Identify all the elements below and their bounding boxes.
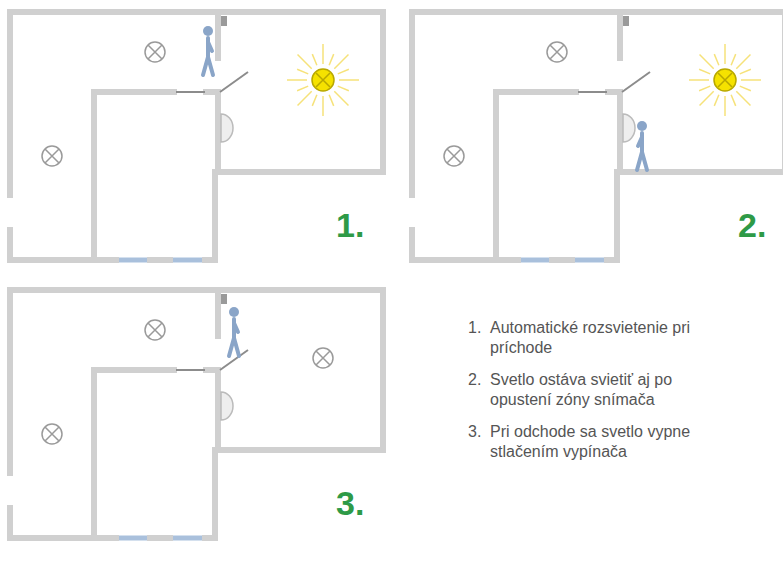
lamp-bulb [312, 69, 334, 91]
lamp-bulb [714, 69, 736, 91]
lamp-cross [316, 73, 330, 87]
light-ray [740, 86, 751, 91]
light-ray [312, 95, 317, 106]
step-number: 1. [336, 208, 364, 242]
light-ray [700, 55, 714, 69]
list-text: Pri odchode sa svetlo vypne stlačením vy… [490, 422, 705, 462]
panel-3 [10, 290, 383, 538]
light-ray [700, 91, 714, 105]
lamp-on [689, 44, 761, 116]
step-number: 2. [738, 208, 766, 242]
light-ray [338, 86, 349, 91]
light-ray [287, 79, 307, 81]
panel-1 [10, 12, 383, 260]
light-ray [689, 79, 709, 81]
list-number: 3. [468, 422, 481, 442]
list-number: 2. [468, 370, 481, 390]
lamp-on [287, 44, 359, 116]
light-ray [329, 95, 334, 106]
light-ray [741, 79, 761, 81]
light-ray [322, 44, 324, 64]
light-ray [714, 95, 719, 106]
list-text: Svetlo ostáva svietiť aj po opustení zón… [490, 370, 705, 410]
light-ray [329, 54, 334, 65]
light-ray [714, 54, 719, 65]
light-ray [699, 69, 710, 74]
light-ray [736, 91, 750, 105]
light-ray [724, 96, 726, 116]
light-ray [297, 86, 308, 91]
light-ray [338, 69, 349, 74]
light-ray [724, 44, 726, 64]
panel-2 [412, 12, 783, 260]
light-ray [740, 69, 751, 74]
light-ray [736, 55, 750, 69]
light-ray [334, 55, 348, 69]
light-ray [731, 95, 736, 106]
light-ray [322, 96, 324, 116]
light-ray [297, 69, 308, 74]
lamp-cross [718, 73, 732, 87]
light-ray [298, 91, 312, 105]
list-text: Automatické rozsvietenie pri príchode [490, 318, 705, 358]
light-ray [339, 79, 359, 81]
light-ray [298, 55, 312, 69]
light-ray [731, 54, 736, 65]
light-ray [312, 54, 317, 65]
light-ray [699, 86, 710, 91]
light-ray [334, 91, 348, 105]
step-number: 3. [336, 486, 364, 520]
list-number: 1. [468, 318, 481, 338]
